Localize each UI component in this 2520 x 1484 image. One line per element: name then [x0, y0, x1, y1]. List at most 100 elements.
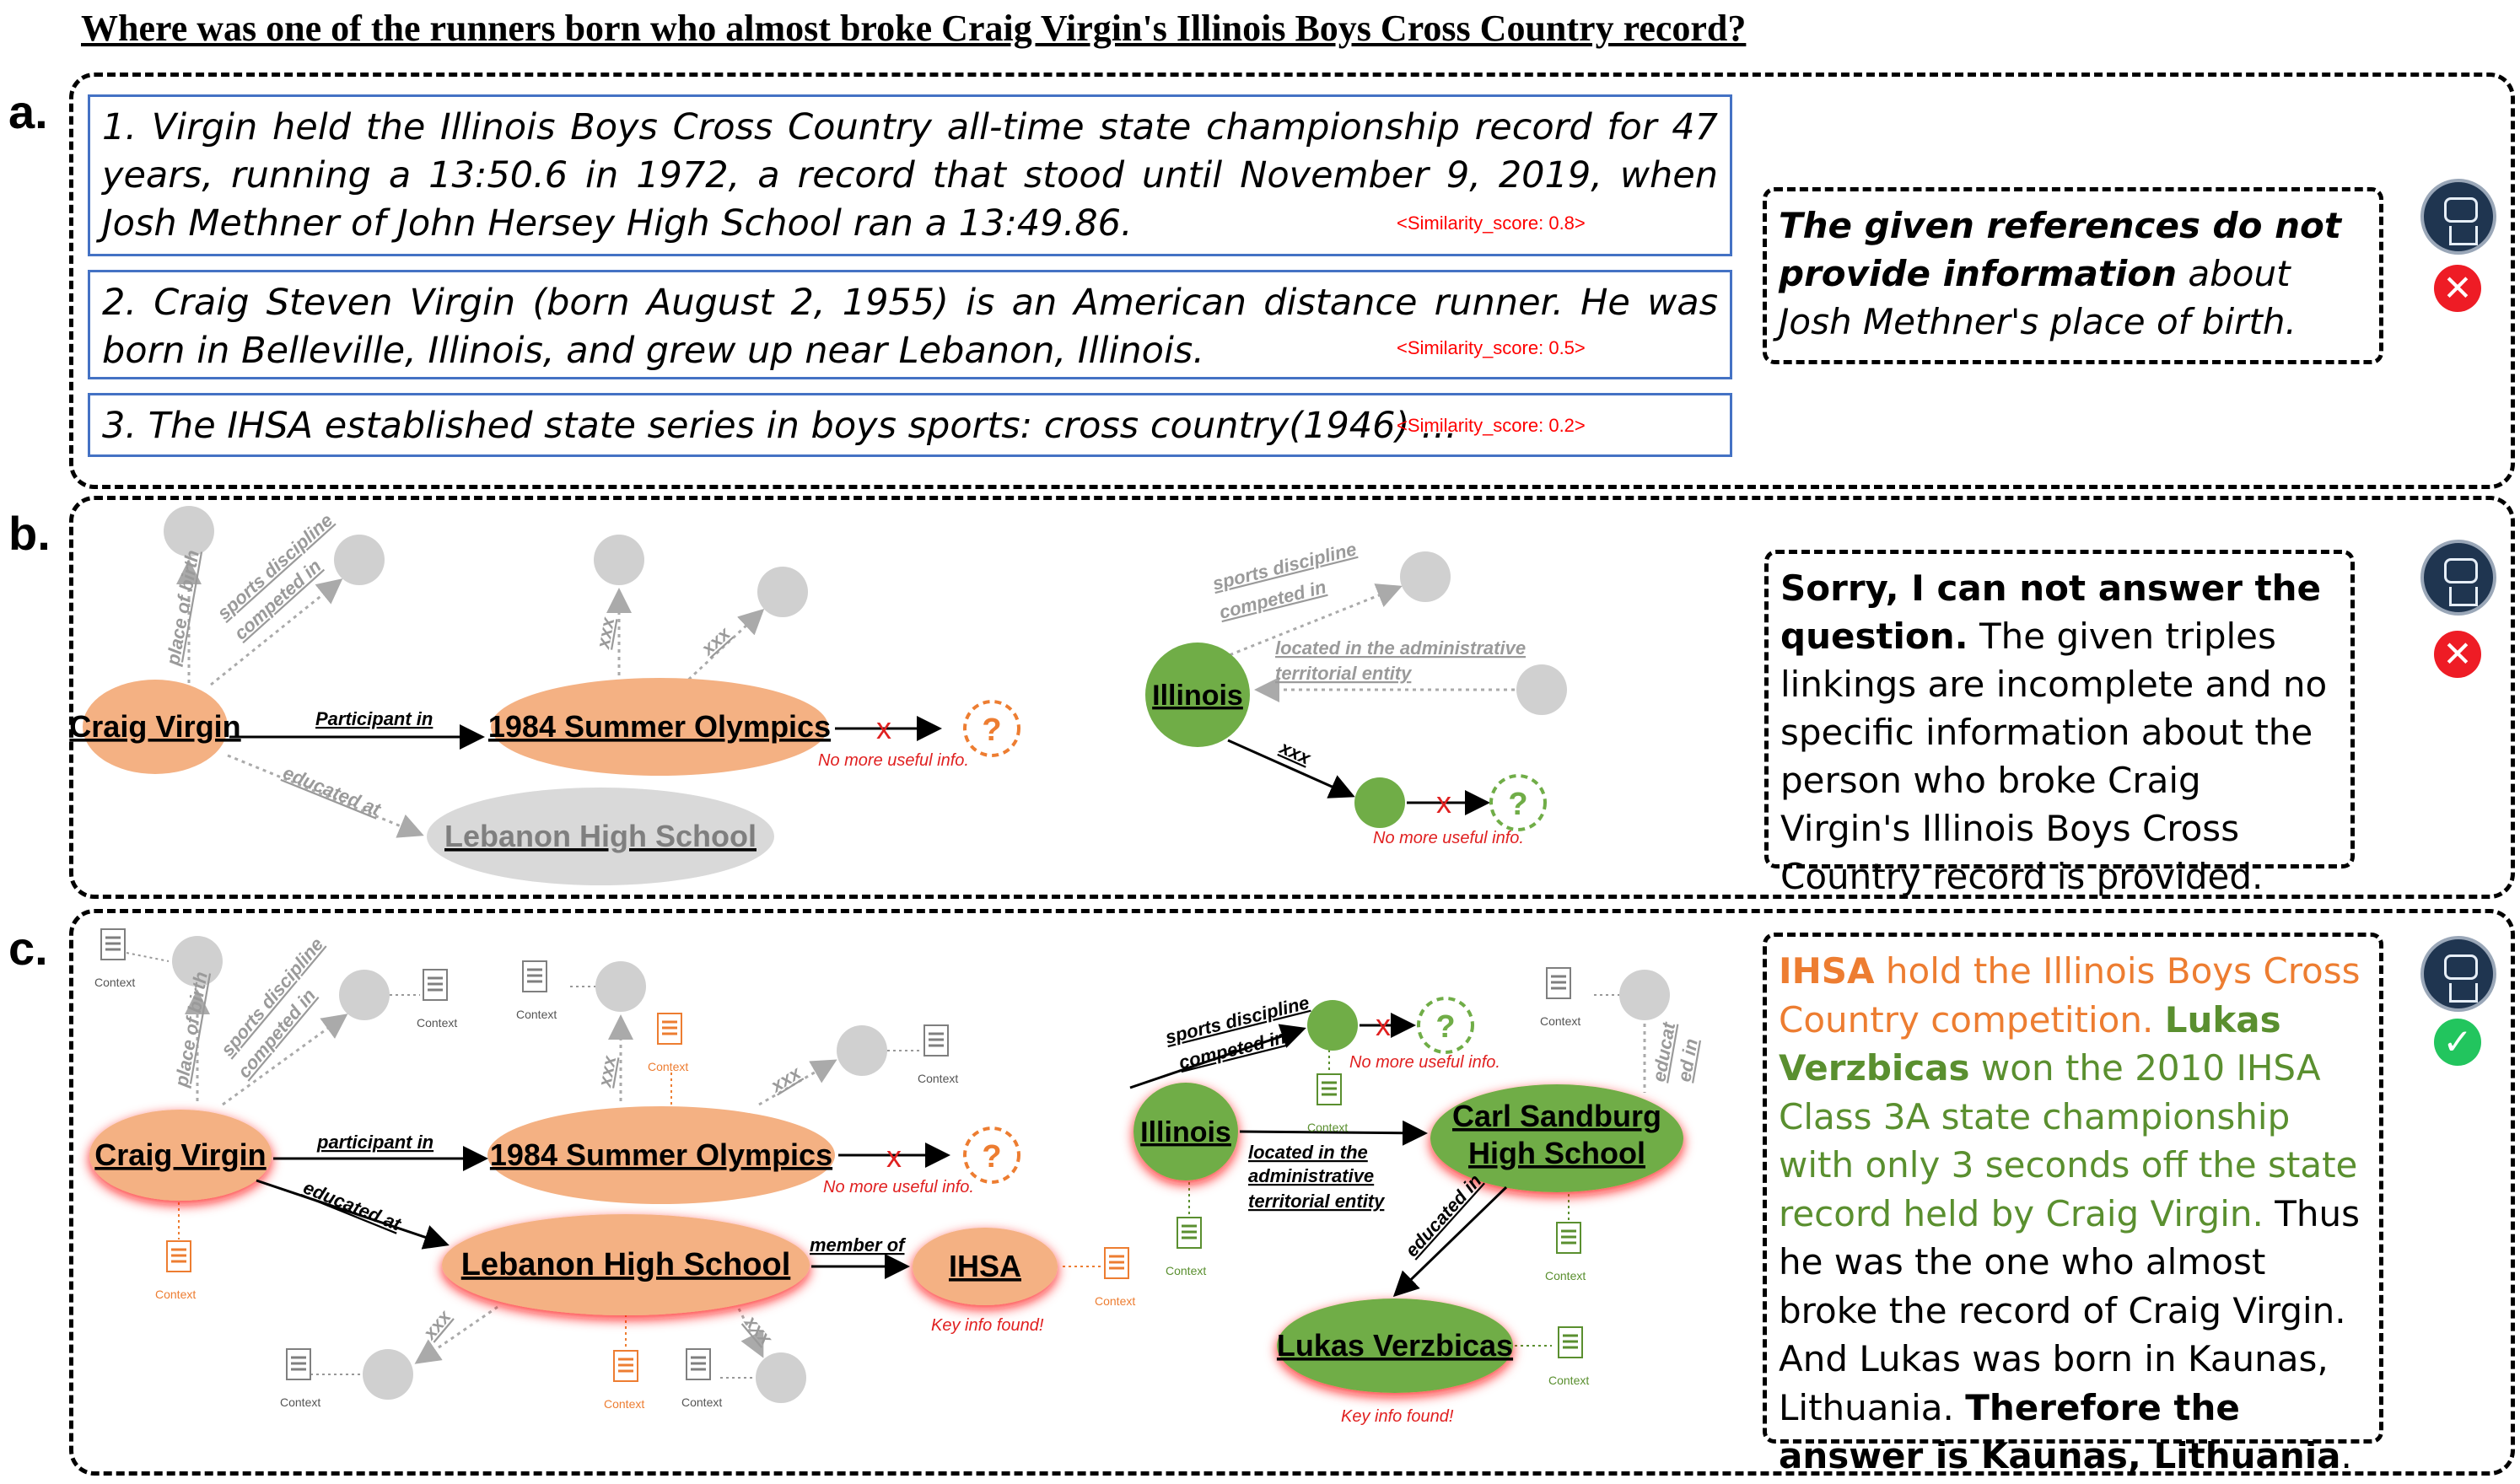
question-mark: ? [982, 1139, 1001, 1175]
label-carl-sandburg: Carl Sandburg [1452, 1099, 1661, 1133]
svg-text:Context: Context [1545, 1269, 1586, 1282]
leaf-node [595, 961, 646, 1012]
question-title: Where was one of the runners born who al… [81, 8, 1747, 49]
context-doc-icon: Context [155, 1239, 196, 1301]
node-1984-summer-olympics [487, 1106, 835, 1204]
leaf-node [339, 970, 390, 1020]
robot-icon [2420, 540, 2496, 616]
answer-c-final: Therefore the answer is Kaunas, Lithuani… [1779, 1386, 2341, 1477]
panel-b-label: b. [8, 507, 51, 560]
wrong-icon: ✕ [2434, 631, 2481, 678]
x-mark: x [876, 711, 891, 745]
context-doc-icon: Context [1545, 1221, 1586, 1282]
context-doc-icon: Context [918, 1024, 958, 1085]
no-more-info: No more useful info. [1349, 1053, 1500, 1072]
label-lebanon-hs: Lebanon High School [461, 1247, 791, 1282]
robot-icon [2420, 936, 2496, 1012]
context-doc-icon: Context [604, 1349, 644, 1411]
context-doc-icon: Context [1095, 1246, 1135, 1308]
reference-1-text: 1. Virgin held the Illinois Boys Cross C… [102, 106, 1718, 245]
key-info-found: Key info found! [931, 1316, 1044, 1335]
panel-c-label: c. [8, 922, 48, 975]
reference-1-score: <Similarity_score: 0.8> [1397, 212, 1586, 234]
leaf-node [172, 936, 223, 987]
svg-text:Context: Context [648, 1060, 688, 1073]
reference-1: 1. Virgin held the Illinois Boys Cross C… [88, 94, 1732, 256]
context-doc-icon: Context [516, 960, 557, 1021]
edge-label-located: located in the administrative [1275, 637, 1526, 659]
answer-bubble-b: Sorry, I can not answer the question. Th… [1764, 550, 2355, 897]
wrong-icon: ✕ [2434, 265, 2481, 312]
svg-text:Context: Context [1307, 1121, 1348, 1134]
svg-text:Context: Context [1548, 1374, 1589, 1387]
svg-text:Context: Context [918, 1072, 958, 1085]
label-illinois: Illinois [1152, 680, 1243, 712]
answer-b-bold: Sorry, I can not answer the question. [1780, 567, 2322, 657]
node-illinois [1133, 1083, 1238, 1180]
reference-3-score: <Similarity_score: 0.2> [1397, 415, 1586, 436]
edge-label-xxx: xxx [418, 1305, 455, 1344]
svg-text:Context: Context [1095, 1294, 1135, 1308]
leaf-node [594, 535, 644, 585]
label-lukas-verzbicas: Lukas Verzbicas [1277, 1328, 1513, 1363]
question-mark: ? [982, 712, 1001, 748]
svg-text:Context: Context [604, 1397, 644, 1411]
context-doc-icon: Context [417, 968, 457, 1030]
edge-label-member-of: member of [810, 1234, 907, 1255]
leaf-node [1400, 551, 1451, 602]
edge-label-ed-in: ed in [1673, 1037, 1702, 1083]
edge-label-located: located in the [1248, 1142, 1368, 1163]
node-1984-summer-olympics [491, 678, 828, 776]
label-craig-virgin: Craig Virgin [69, 709, 240, 744]
leaf-node [757, 567, 808, 617]
edge-label-educated-at: educated at [300, 1176, 405, 1235]
svg-text:Context: Context [516, 1008, 557, 1021]
no-more-info: No more useful info. [823, 1178, 974, 1196]
x-mark: x [886, 1139, 902, 1174]
reference-3: 3. The IHSA established state series in … [88, 393, 1732, 457]
node-craig-virgin [83, 680, 228, 774]
no-more-info: No more useful info. [818, 751, 969, 770]
unknown-node [963, 1126, 1020, 1184]
leaf-node [334, 535, 385, 585]
x-mark: x [1436, 785, 1451, 820]
x-mark: x [1376, 1008, 1391, 1042]
svg-text:Context: Context [681, 1395, 722, 1409]
no-more-info: No more useful info. [1373, 829, 1524, 847]
leaf-node [164, 506, 214, 556]
svg-text:Context: Context [1540, 1014, 1580, 1028]
context-doc-icon: Context [1307, 1073, 1348, 1134]
context-doc-icon: Context [1166, 1216, 1206, 1277]
answer-c-ihsa: IHSA [1779, 950, 1875, 992]
reference-3-text: 3. The IHSA established state series in … [102, 405, 1457, 447]
svg-text:Context: Context [1166, 1264, 1206, 1277]
reference-2-text: 2. Craig Steven Virgin (born August 2, 1… [102, 282, 1718, 372]
answer-a-bold: The given references do not provide info… [1779, 205, 2341, 294]
answer-c-lukas: Lukas Verzbicas [1779, 998, 2281, 1089]
unknown-node [1417, 997, 1474, 1054]
panel-b [69, 496, 2515, 899]
leaf-node [756, 1352, 806, 1403]
node-craig-virgin [89, 1110, 272, 1201]
label-1984-olympics: 1984 Summer Olympics [490, 1137, 832, 1172]
leaf-node [1619, 970, 1670, 1020]
node-lebanon-high-school [442, 1214, 810, 1315]
label-carl-sandburg: High School [1468, 1136, 1645, 1170]
answer-a-rest: about Josh Methner's place of birth. [1779, 253, 2297, 342]
edge-label-located: territorial entity [1248, 1191, 1386, 1212]
label-illinois: Illinois [1140, 1116, 1231, 1148]
node-illinois [1145, 643, 1250, 747]
panel-a [69, 73, 2515, 489]
reference-2: 2. Craig Steven Virgin (born August 2, 1… [88, 270, 1732, 379]
edge-label-xxx: xxx [594, 1054, 620, 1089]
edge-label-participant-in: participant in [316, 1132, 433, 1153]
node-green-small [1354, 777, 1405, 828]
node-lebanon-high-school [427, 788, 774, 885]
panel-c [69, 909, 2515, 1476]
leaf-node [363, 1349, 413, 1400]
question-mark: ? [1435, 1009, 1455, 1045]
node-lukas-verzbicas [1277, 1298, 1513, 1393]
robot-icon [2420, 179, 2496, 255]
context-doc-icon: Context [681, 1347, 722, 1409]
